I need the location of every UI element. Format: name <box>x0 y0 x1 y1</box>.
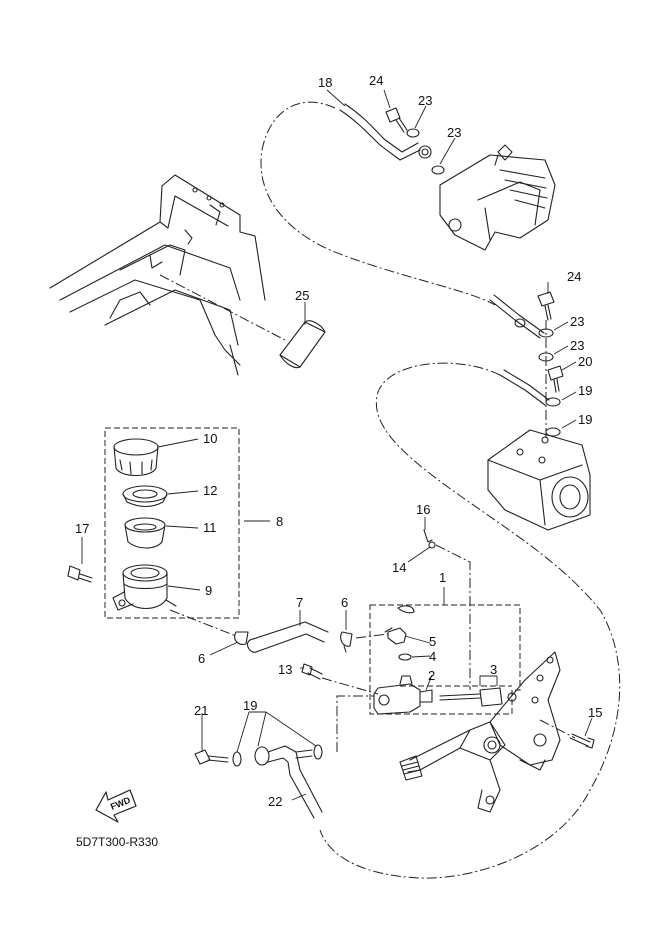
drawing-code: 5D7T300-R330 <box>76 835 159 849</box>
callout-19-b: 19 <box>578 412 593 427</box>
bolt-24-right <box>537 291 555 321</box>
diaphragm-plate-11 <box>124 517 166 549</box>
callout-4: 4 <box>429 649 437 664</box>
callout-18: 18 <box>318 75 333 90</box>
reservoir-cap-10 <box>113 438 159 477</box>
callout-6-right: 6 <box>341 595 349 610</box>
callout-15: 15 <box>588 705 603 720</box>
hose-clamp-6-right <box>340 631 353 653</box>
washer-19-c <box>232 751 242 767</box>
callout-24-right: 24 <box>567 269 582 284</box>
frame-section <box>49 174 266 376</box>
callout-23-d: 23 <box>570 338 585 353</box>
callout-23-c: 23 <box>570 314 585 329</box>
lower-hose <box>499 369 550 406</box>
callout-23-b: 23 <box>447 125 462 140</box>
washer-19-a <box>545 397 561 407</box>
bolt-15 <box>569 733 595 749</box>
rear-caliper <box>439 144 556 251</box>
banjo-bolt-24-top <box>385 107 408 133</box>
callout-16: 16 <box>416 502 431 517</box>
callout-3: 3 <box>490 662 498 677</box>
kit-box-1 <box>369 604 521 715</box>
bolt-17 <box>67 565 93 583</box>
callout-9: 9 <box>205 583 213 598</box>
callout-17: 17 <box>75 521 90 536</box>
callout-7: 7 <box>296 595 304 610</box>
master-cylinder-body <box>373 675 433 715</box>
callout-22: 22 <box>268 794 283 809</box>
callout-21: 21 <box>194 703 209 718</box>
diaphragm-12 <box>122 485 168 508</box>
hydraulic-unit-block <box>487 429 591 531</box>
routing-line-14 <box>435 544 471 690</box>
callout-1: 1 <box>439 570 447 585</box>
protector-sleeve-25 <box>279 320 326 369</box>
callout-23-a: 23 <box>418 93 433 108</box>
o-ring-4 <box>398 653 412 661</box>
washer-14 <box>428 541 436 549</box>
routing-line-frame-sleeve <box>159 274 286 341</box>
callout-19-c: 19 <box>243 698 258 713</box>
callout-12: 12 <box>203 483 218 498</box>
kit-box-8 <box>104 427 240 619</box>
routing-line-15 <box>539 719 576 739</box>
washer-19-d <box>313 744 323 760</box>
rear-brake-hose <box>489 294 545 339</box>
callout-20: 20 <box>578 354 593 369</box>
joint-5 <box>384 627 407 645</box>
fwd-arrow-icon: FWD <box>95 789 137 823</box>
callout-24-top: 24 <box>369 73 384 88</box>
bolt-13 <box>301 663 323 680</box>
reservoir-9 <box>112 564 177 611</box>
cotter-pin-16 <box>423 529 433 543</box>
circlip <box>397 605 415 614</box>
washer-23-a <box>406 128 420 138</box>
reservoir-hose-7 <box>247 621 329 653</box>
callout-2: 2 <box>428 668 436 683</box>
callout-6-left: 6 <box>198 651 206 666</box>
callout-5: 5 <box>429 634 437 649</box>
routing-line-bolt21 <box>336 695 374 752</box>
routing-line-kit-to-mc <box>169 609 237 637</box>
banjo-bolt-21 <box>194 749 229 765</box>
callout-8: 8 <box>276 514 284 529</box>
hose-clamp-6-left <box>234 631 249 645</box>
routing-line-joint5 <box>355 633 389 639</box>
callout-11: 11 <box>203 520 217 535</box>
brake-hose-22 <box>254 745 323 819</box>
callout-14: 14 <box>392 560 407 575</box>
routing-line-13 <box>321 677 379 695</box>
callout-19-a: 19 <box>578 383 593 398</box>
bolt-20 <box>547 365 564 393</box>
callout-25: 25 <box>295 288 310 303</box>
piston-rod <box>439 693 481 701</box>
brake-pedal-assembly <box>399 651 561 813</box>
hose-18 <box>339 103 432 161</box>
routing-line-loop-lower <box>319 362 621 879</box>
washer-23-b <box>431 165 445 175</box>
callout-10: 10 <box>203 431 218 446</box>
callout-13: 13 <box>278 662 293 677</box>
